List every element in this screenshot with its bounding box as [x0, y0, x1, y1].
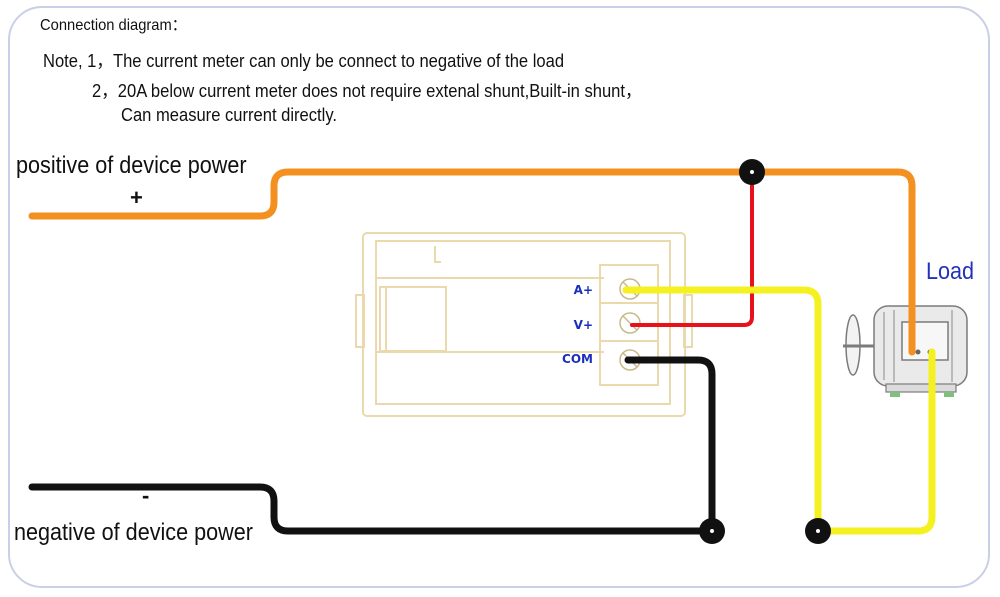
note-line-1: Note, 1，The current meter can only be co… — [43, 51, 565, 71]
note-line-2: 2，20A below current meter does not requi… — [92, 81, 642, 101]
terminal-label-v-plus: V+ — [573, 318, 593, 332]
positive-power-label: positive of device power — [16, 152, 247, 179]
electric-motor-icon — [843, 305, 968, 397]
positive-wire — [28, 168, 916, 356]
terminal-label-com: COM — [562, 352, 593, 366]
negative-wire — [28, 356, 716, 535]
positive-sign: + — [130, 185, 143, 210]
voltage-sense-wire — [630, 170, 754, 327]
negative-sign: - — [142, 483, 150, 508]
junction-dots — [699, 159, 831, 544]
terminal-label-a-plus: A+ — [573, 283, 593, 297]
diagram-title: Connection diagram： — [40, 17, 187, 34]
note-line-3: Can measure current directly. — [121, 105, 337, 125]
negative-power-label: negative of device power — [14, 519, 253, 546]
load-label: Load — [926, 258, 975, 285]
diagram-frame — [8, 6, 990, 588]
